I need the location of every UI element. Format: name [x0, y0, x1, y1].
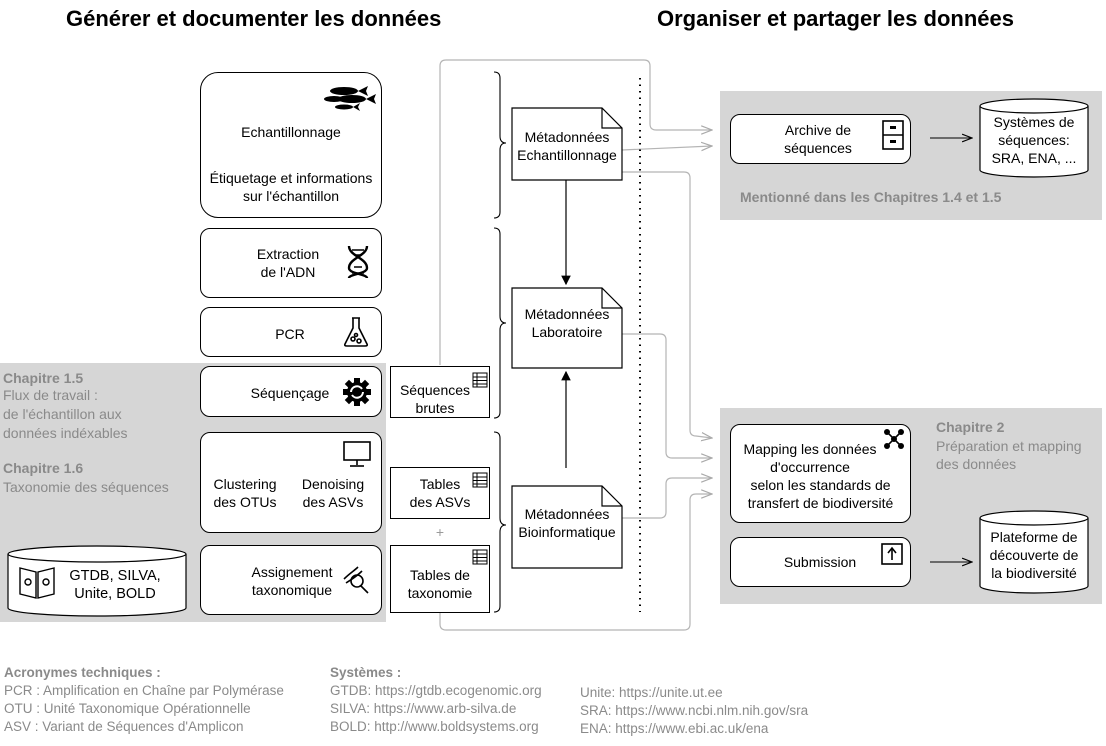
chapter-1-5-title: Chapitre 1.5 [3, 370, 84, 386]
extraction-box [200, 228, 382, 298]
assignment-label-2: taxonomique [251, 582, 333, 598]
mapping-box [730, 424, 911, 523]
submission-label: Submission [783, 554, 857, 570]
system-ena: ENA: https://www.ebi.ac.uk/ena [580, 721, 769, 736]
mapping-label-2: d'occurrence [770, 459, 850, 475]
cylinder-platform [979, 518, 1089, 594]
acronym-asv: ASV : Variant de Séquences d'Amplicon [4, 719, 244, 734]
mapping-label-3: selon les standards de [750, 477, 891, 493]
archive-caption: Mentionné dans les Chapitres 1.4 et 1.5 [740, 189, 1002, 205]
system-unite: Unite: https://unite.ut.ee [580, 685, 723, 700]
book-icon [19, 567, 55, 599]
labeling-label-2: sur l'échantillon [242, 188, 340, 204]
archive-box [730, 114, 911, 164]
taxonomy-tables-label-1: Tables de [410, 567, 470, 583]
system-sra: SRA: https://www.ncbi.nlm.nih.gov/sra [580, 703, 809, 718]
cabinet-icon [882, 120, 904, 150]
acronym-otu: OTU : Unité Taxonomique Opérationnelle [4, 701, 251, 716]
systems-label-1: Systèmes de [993, 114, 1075, 130]
sequencing-label: Séquençage [250, 385, 330, 401]
brace-sampling [493, 71, 507, 219]
meta-sampling-label-1: Métadonnées [524, 129, 610, 145]
chapter-2-title: Chapitre 2 [936, 419, 1005, 435]
heading-generate: Générer et documenter les données [66, 6, 442, 31]
mapping-label-4: transfert de biodiversité [747, 495, 894, 511]
heading-organize: Organiser et partager les données [657, 6, 1015, 31]
list-icon [472, 372, 488, 388]
denoising-label-1: Denoising [301, 476, 365, 492]
flask-icon [343, 317, 369, 347]
database-label-1: GTDB, SILVA, [69, 568, 161, 584]
denoising-label-2: des ASVs [302, 494, 364, 510]
faint-path-bio-map [622, 478, 712, 519]
clustering-label-2: des OTUs [213, 494, 277, 510]
doc-meta-lab [511, 287, 623, 369]
fish-icon [324, 86, 376, 111]
magnifier-icon [343, 566, 369, 594]
systems-label-2: séquences: [998, 132, 1070, 148]
systems-title: Systèmes : [330, 665, 402, 680]
doc-meta-bio [511, 485, 623, 569]
faint-path-raw [439, 59, 712, 365]
chapter-1-6-line-1: Taxonomie des séquences [3, 479, 169, 495]
system-gtdb: GTDB: https://gtdb.ecogenomic.org [330, 683, 542, 698]
mapping-label-1: Mapping les données [743, 441, 877, 457]
pcr-label: PCR [275, 326, 305, 342]
raw-sequences-label-1: Séquences [399, 382, 471, 398]
chapter-1-5-line-3: données indéxables [3, 425, 128, 441]
acronyms-title: Acronymes techniques : [4, 665, 161, 680]
list-icon [472, 472, 488, 488]
faint-path-tax [439, 494, 712, 631]
clustering-box [200, 432, 382, 533]
platform-label-2: découverte de [989, 547, 1079, 563]
brace-bio [493, 431, 507, 613]
asv-tables-label-2: des ASVs [409, 494, 471, 510]
sampling-label: Echantillonnage [241, 124, 341, 140]
monitor-icon [343, 441, 371, 467]
chapter-2-line-2: des données [936, 456, 1017, 472]
network-icon [884, 429, 904, 449]
meta-bio-label-2: Bioinformatique [518, 524, 616, 540]
extraction-label-2: de l'ADN [260, 264, 316, 280]
meta-lab-label-2: Laboratoire [531, 324, 603, 340]
system-bold: BOLD: http://www.boldsystems.org [330, 719, 539, 734]
archive-label-2: séquences [784, 140, 852, 156]
systems-label-3: SRA, ENA, ... [991, 150, 1077, 166]
chapter-2-line-1: Préparation et mapping [936, 438, 1082, 454]
database-label-2: Unite, BOLD [74, 586, 156, 602]
chapter-1-6-title: Chapitre 1.6 [3, 460, 84, 476]
upload-icon [881, 543, 903, 565]
system-silva: SILVA: https://www.arb-silva.de [330, 701, 517, 716]
faint-path-lab-map [622, 333, 712, 458]
submission-box [730, 537, 911, 587]
asv-tables-label-1: Tables [419, 476, 461, 492]
chapter-1-5-line-1: Flux de travail : [3, 387, 98, 403]
faint-path-meta-samp [621, 146, 712, 150]
archive-label-1: Archive de [784, 122, 852, 138]
acronym-pcr: PCR : Amplification en Chaîne par Polymé… [4, 683, 284, 698]
chapter-1-5-line-2: de l'échantillon aux [3, 406, 122, 422]
cylinder-database [7, 554, 187, 617]
meta-sampling-label-2: Echantillonnage [517, 147, 617, 163]
meta-lab-label-1: Métadonnées [524, 306, 610, 322]
plus-sign: + [435, 524, 445, 540]
faint-path-meta-lab [622, 171, 712, 438]
dna-icon [347, 245, 369, 279]
meta-bio-label-1: Métadonnées [524, 506, 610, 522]
platform-label-1: Plateforme de [990, 529, 1078, 545]
raw-sequences-label-2: brutes [415, 400, 455, 416]
list-icon [472, 549, 488, 565]
doc-meta-sampling [511, 107, 623, 181]
cylinder-systems [979, 106, 1089, 178]
gear-icon [343, 378, 371, 406]
assignment-label-1: Assignement [251, 564, 333, 580]
platform-label-3: la biodiversité [991, 565, 1077, 581]
taxonomy-tables-label-2: taxonomie [407, 585, 473, 601]
brace-lab [493, 227, 507, 419]
labeling-label-1: Étiquetage et informations [209, 170, 373, 186]
extraction-label-1: Extraction [256, 246, 320, 262]
clustering-label-1: Clustering [213, 476, 277, 492]
